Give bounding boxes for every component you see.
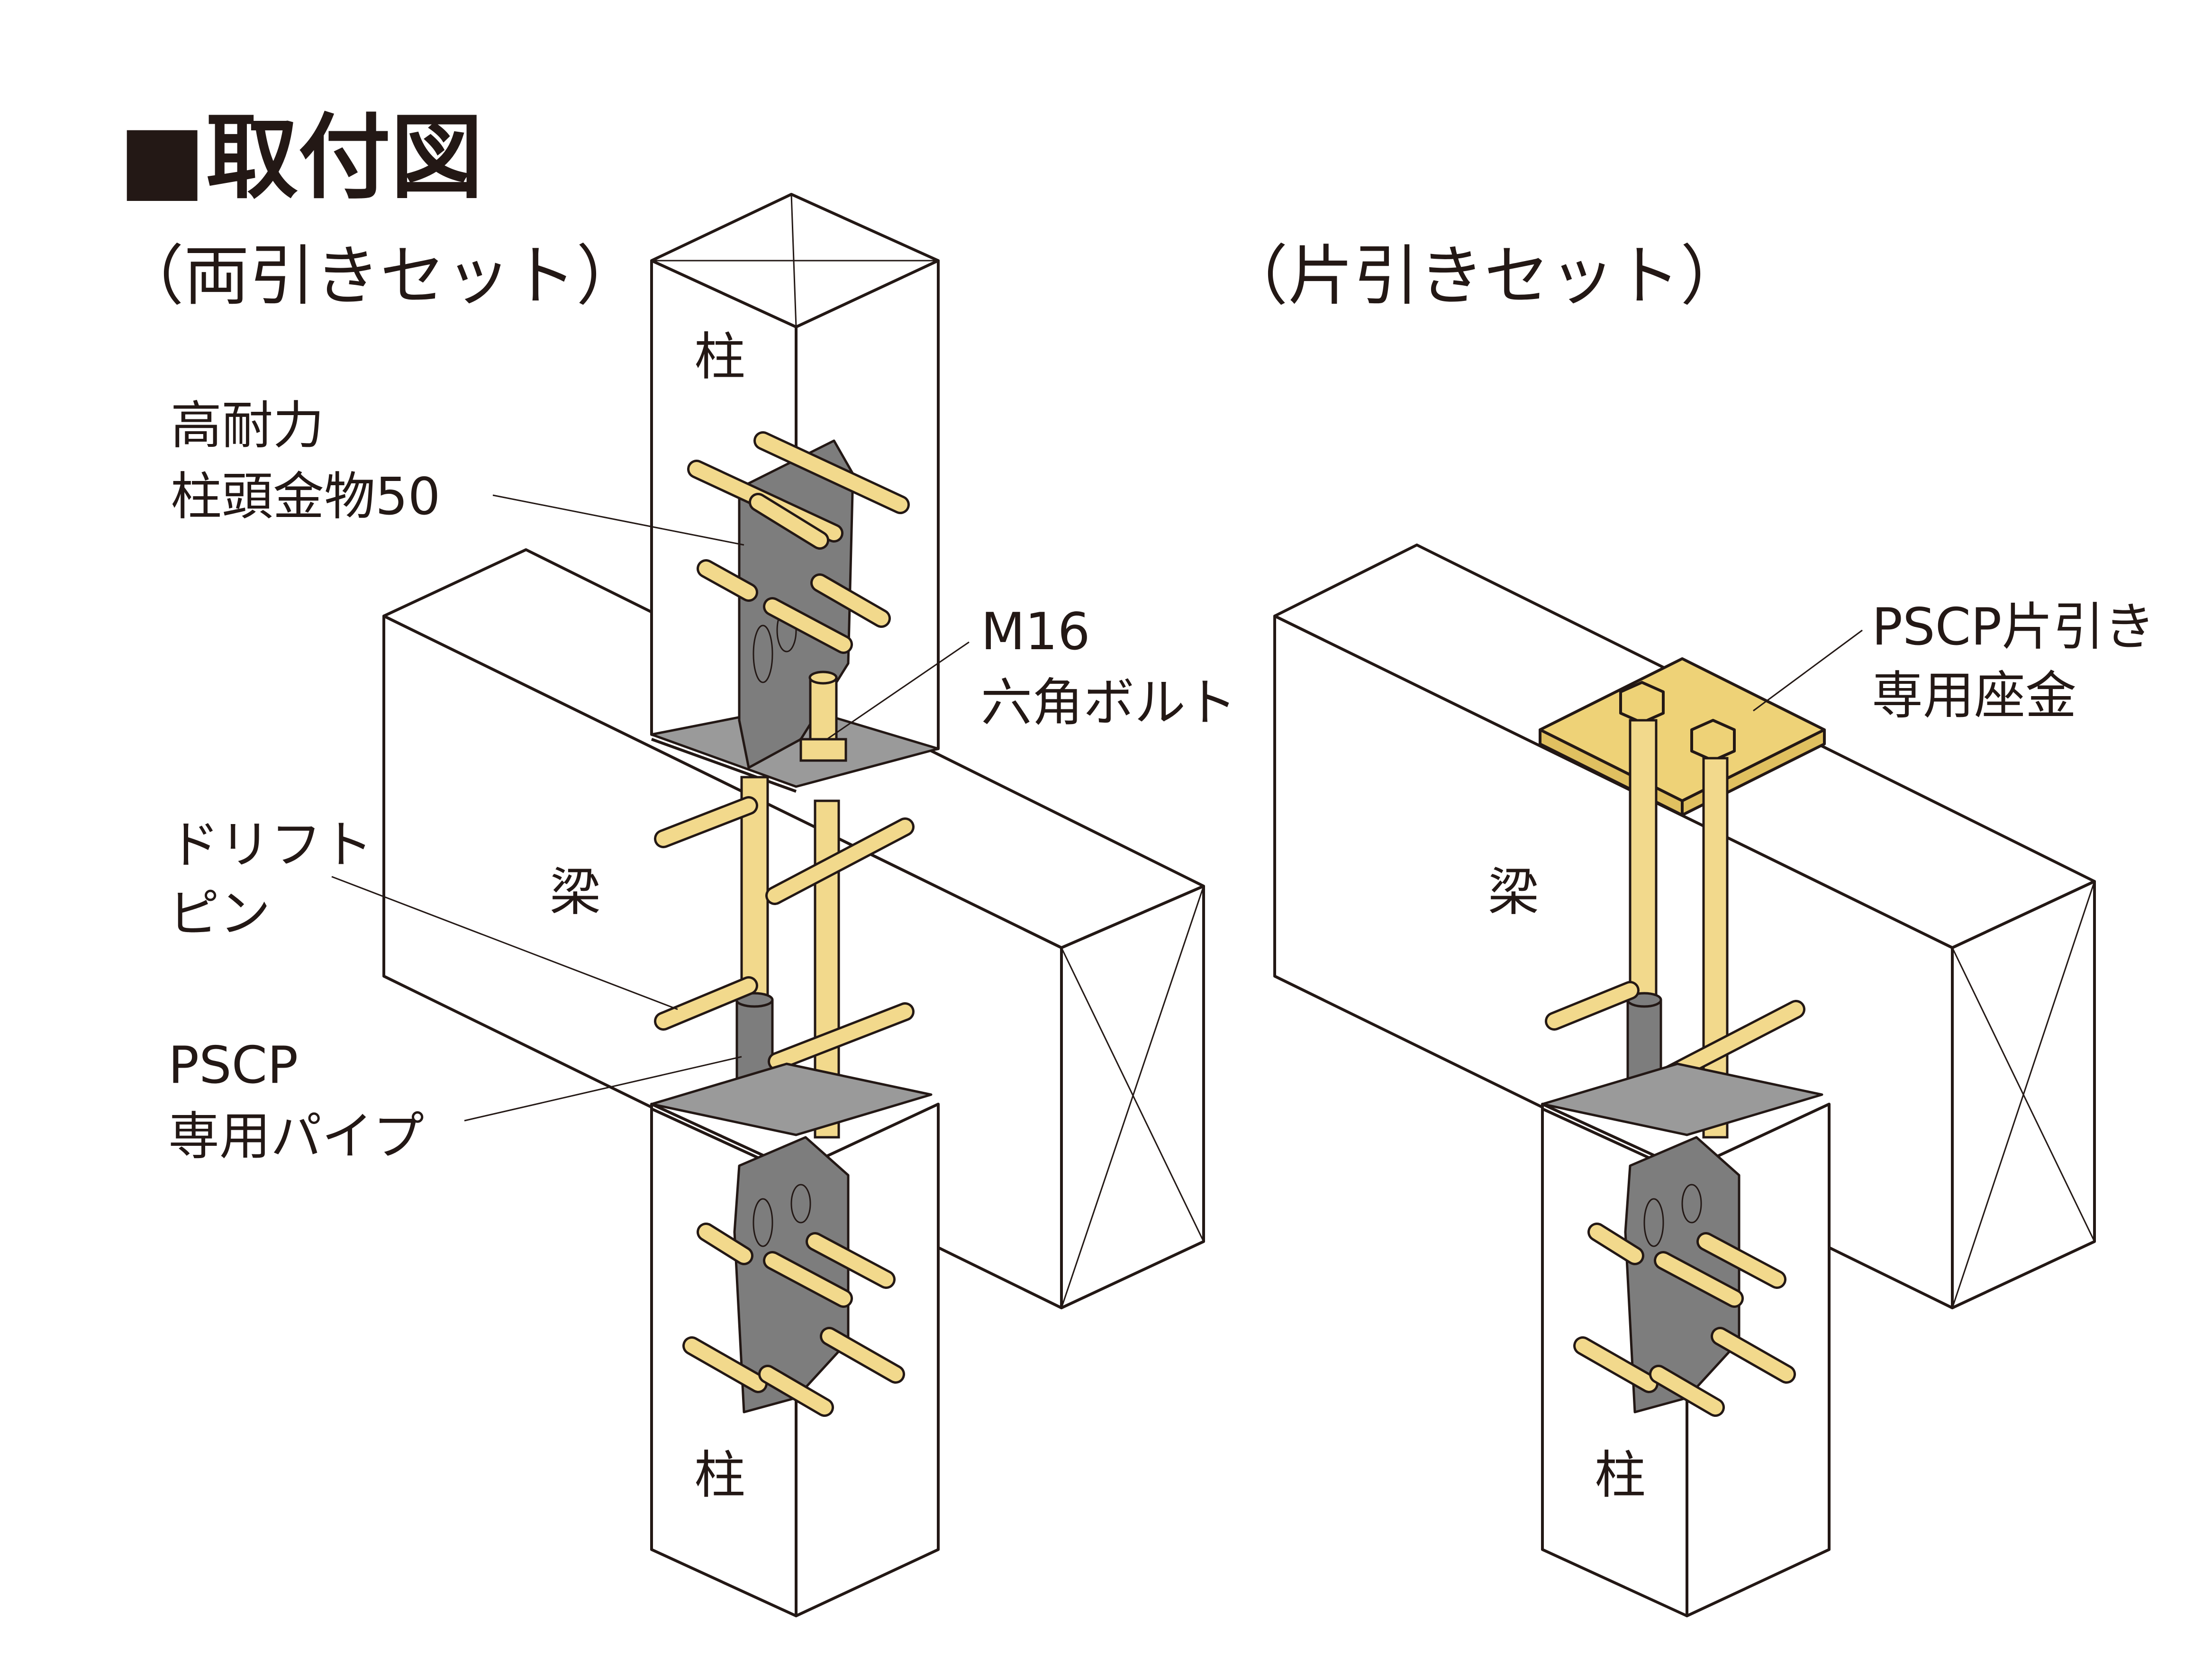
drift-pin: [806, 1232, 896, 1289]
label-column-bottom-right: 柱: [1595, 1446, 1646, 1505]
drift-pin: [810, 573, 891, 628]
leader-washer: [1753, 629, 1863, 712]
m16-hex-bolt: [799, 671, 847, 762]
drift-pin: [1587, 1223, 1644, 1265]
left-middle-pins: [654, 796, 915, 1071]
right-lower-pins: [1573, 1223, 1796, 1417]
leader-hardware: [492, 494, 744, 546]
drift-pin: [697, 559, 758, 602]
drift-pin: [1696, 1232, 1786, 1289]
drift-pin: [1573, 1336, 1659, 1393]
drift-pin: [765, 817, 915, 905]
label-column-bottom: 柱: [694, 1446, 745, 1505]
drift-pin: [654, 796, 758, 848]
callout-bolt-line2: 六角ボルト: [981, 673, 1237, 733]
drift-pin: [820, 1327, 905, 1384]
callout-hardware-line2: 柱頭金物50: [171, 467, 440, 526]
page-title: ■取付図: [118, 104, 483, 211]
callout-pin-line2: ピン: [168, 884, 271, 943]
drift-pin: [1659, 1000, 1805, 1085]
callout-washer-line2: 専用座金: [1872, 666, 2076, 725]
label-beam: 梁: [550, 863, 601, 922]
drift-pin: [1654, 1251, 1744, 1308]
callout-pipe-line2: 専用パイプ: [168, 1107, 424, 1166]
left-upper-pins: [687, 431, 910, 654]
leader-pipe: [464, 1056, 742, 1122]
drift-pin: [768, 1002, 915, 1071]
drift-pin: [1649, 1365, 1725, 1417]
right-assembly: 梁 柱 PSCP片引き 専用座金: [1273, 544, 2155, 1617]
drift-pin: [697, 1223, 753, 1265]
hex-nut: [1619, 681, 1665, 724]
drift-pin: [749, 493, 829, 550]
label-beam-right: 梁: [1488, 863, 1539, 922]
callout-hardware-line1: 高耐力: [171, 396, 324, 455]
heading-double-pull: （両引きセット）: [118, 238, 642, 314]
hex-nut: [1690, 719, 1736, 762]
leader-pin: [331, 876, 678, 1010]
left-assembly: 柱 梁 柱 高耐力 柱頭金物50 M16 六角ボルト ドリフト ピン PSCP …: [168, 193, 1237, 1617]
callout-washer-line1: PSCP片引き: [1872, 598, 2155, 657]
label-column-top: 柱: [694, 327, 745, 387]
heading-single-pull: （片引きセット）: [1223, 238, 1746, 314]
drift-pin: [1711, 1327, 1796, 1384]
callout-bolt-line1: M16: [981, 602, 1090, 662]
drift-pin: [654, 976, 758, 1031]
drift-pin: [1545, 981, 1640, 1031]
drift-pin: [753, 431, 910, 514]
callout-pipe-line1: PSCP: [168, 1036, 298, 1095]
drift-pin: [758, 1365, 834, 1417]
callout-pin-line1: ドリフト: [168, 816, 373, 875]
drift-pin: [763, 597, 853, 654]
left-lower-pins: [682, 1223, 905, 1417]
leader-bolt: [826, 641, 970, 740]
drift-pin: [763, 1251, 853, 1308]
right-middle-pins: [1545, 981, 1805, 1085]
drift-pin: [682, 1336, 768, 1393]
